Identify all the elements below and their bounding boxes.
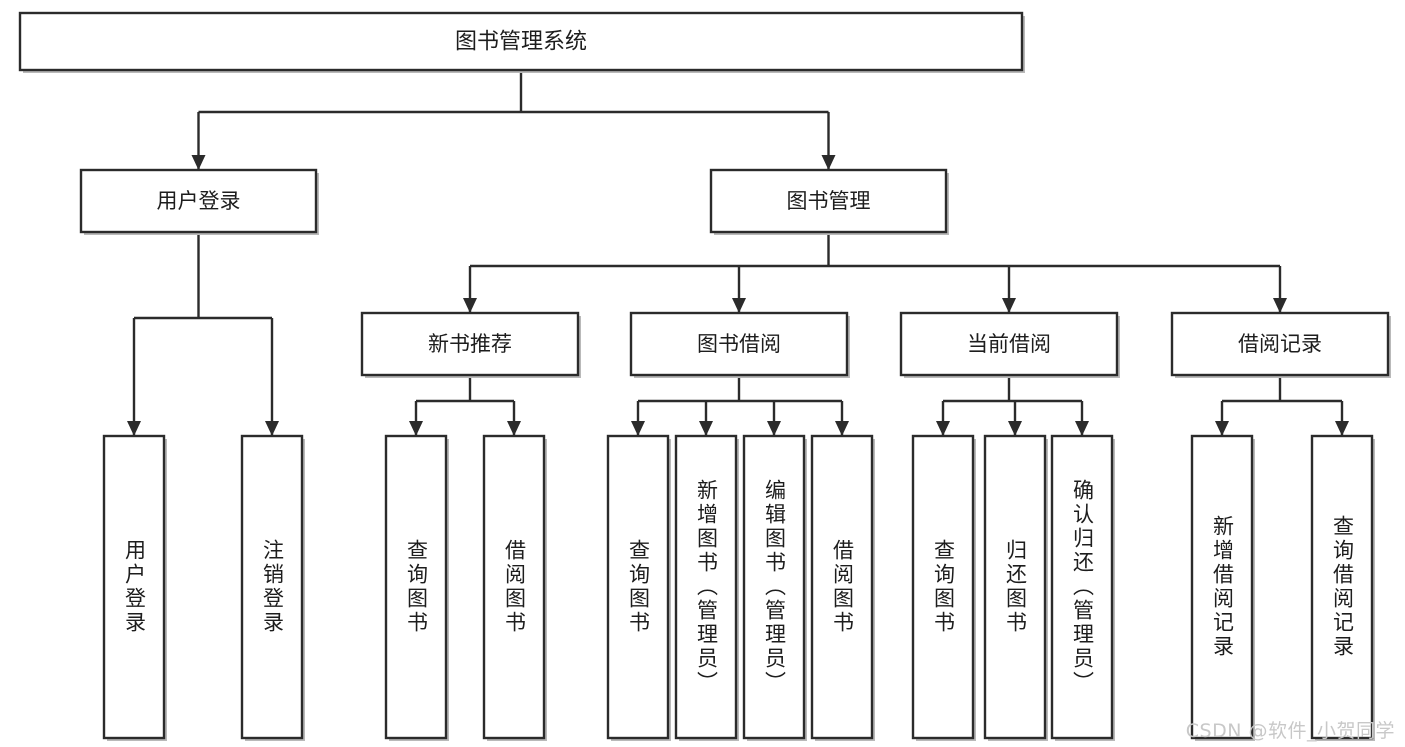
- arrow-head-icon: [1002, 298, 1016, 313]
- arrow-head-icon: [1335, 421, 1349, 436]
- arrow-head-icon: [1215, 421, 1229, 436]
- nodes-layer: [18, 11, 1391, 741]
- node-box-leaf-borrow-book-2[interactable]: [810, 434, 874, 740]
- node-box-current-borrow[interactable]: [899, 311, 1119, 377]
- arrow-head-icon: [1273, 298, 1287, 313]
- node-label-root: 图书管理系统: [455, 30, 587, 55]
- arrow-head-icon: [1075, 421, 1089, 436]
- node-box-leaf-user-logout[interactable]: [240, 434, 304, 740]
- node-box-book-borrow[interactable]: [629, 311, 849, 377]
- node-box-borrow-record[interactable]: [1170, 311, 1390, 377]
- node-box-leaf-confirm-return[interactable]: [1050, 434, 1114, 740]
- watermark-text: CSDN @软件_小贺同学: [1185, 720, 1395, 742]
- arrow-head-icon: [409, 421, 423, 436]
- node-box-book-manage[interactable]: [709, 168, 948, 234]
- arrow-head-icon: [699, 421, 713, 436]
- node-box-leaf-query-book-1[interactable]: [384, 434, 448, 740]
- node-label-book-borrow: 图书借阅: [697, 332, 781, 356]
- node-box-root[interactable]: [18, 11, 1024, 72]
- arrow-head-icon: [767, 421, 781, 436]
- node-box-leaf-edit-book[interactable]: [742, 434, 806, 740]
- node-box-leaf-user-login[interactable]: [102, 434, 166, 740]
- node-box-leaf-query-book-3[interactable]: [911, 434, 975, 740]
- node-box-leaf-query-record[interactable]: [1310, 434, 1374, 740]
- node-box-leaf-borrow-book-1[interactable]: [482, 434, 546, 740]
- arrow-head-icon: [821, 155, 836, 170]
- node-box-leaf-query-book-2[interactable]: [606, 434, 670, 740]
- node-box-new-book-rec[interactable]: [360, 311, 580, 377]
- arrow-head-icon: [191, 155, 206, 170]
- node-label-borrow-record: 借阅记录: [1238, 332, 1322, 356]
- edges-layer: [127, 70, 1349, 436]
- arrow-head-icon: [732, 298, 746, 313]
- arrow-head-icon: [507, 421, 521, 436]
- arrow-head-icon: [835, 421, 849, 436]
- arrow-head-icon: [1008, 421, 1022, 436]
- node-box-user-login[interactable]: [79, 168, 318, 234]
- arrow-head-icon: [265, 421, 279, 436]
- node-label-new-book-rec: 新书推荐: [428, 332, 512, 356]
- arrow-head-icon: [127, 421, 141, 436]
- node-label-book-manage: 图书管理: [787, 189, 871, 213]
- node-box-leaf-add-record[interactable]: [1190, 434, 1254, 740]
- arrow-head-icon: [936, 421, 950, 436]
- node-box-leaf-return-book[interactable]: [983, 434, 1047, 740]
- node-label-user-login: 用户登录: [157, 189, 241, 213]
- arrow-head-icon: [463, 298, 477, 313]
- node-box-leaf-add-book[interactable]: [674, 434, 738, 740]
- arrow-head-icon: [631, 421, 645, 436]
- node-label-current-borrow: 当前借阅: [967, 332, 1051, 356]
